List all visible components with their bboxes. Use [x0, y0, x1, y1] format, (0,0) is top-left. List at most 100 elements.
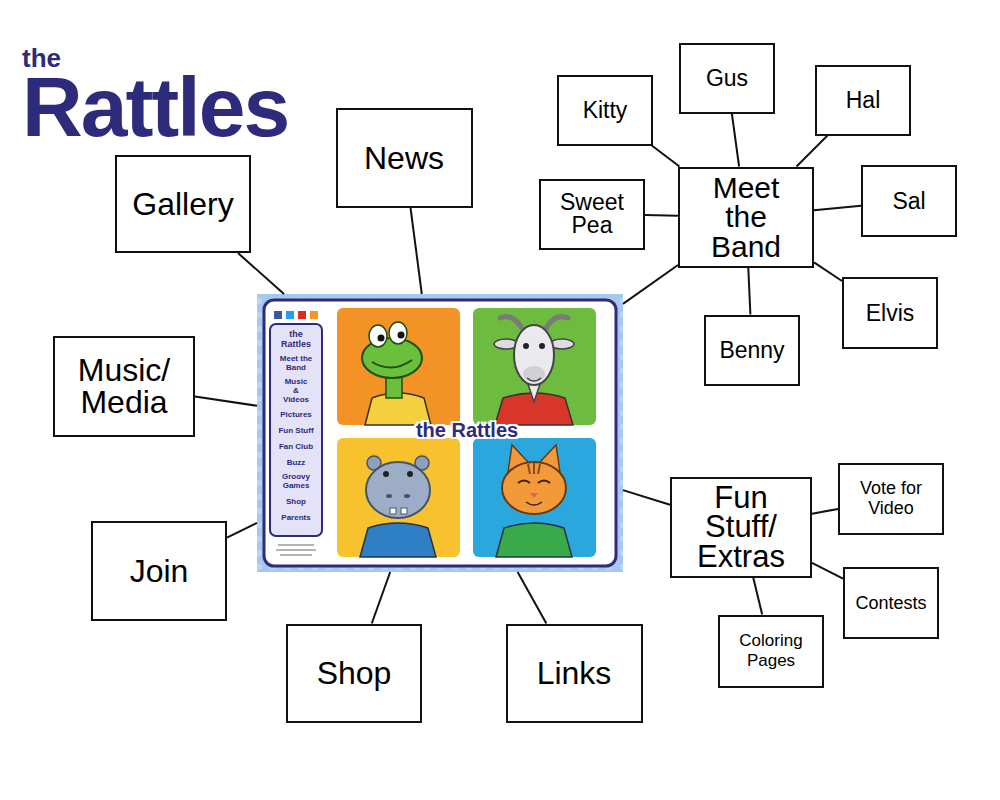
section-box: Links [506, 624, 643, 723]
cat-shirt [496, 523, 572, 557]
hippo-head [366, 462, 430, 518]
section-box: Fun Stuff/ Extras [670, 477, 812, 578]
hippo-tooth [401, 508, 407, 514]
box-label: Fun Stuff/ Extras [681, 483, 801, 571]
turtle-eye [389, 322, 407, 344]
cat-stripes [528, 463, 540, 474]
fine-print-line [278, 544, 314, 546]
social-icon [298, 311, 306, 319]
band-member-box: Elvis [842, 277, 938, 349]
menu-item: Music & Videos [281, 378, 311, 404]
box-label: Sweet Pea [550, 191, 634, 237]
cat-nose [530, 493, 538, 498]
connector-line [748, 268, 750, 315]
connector-line [812, 509, 838, 514]
social-icon [310, 311, 318, 319]
yellow-panel [337, 438, 460, 557]
hippo-nostril [386, 494, 392, 498]
connector-line [652, 146, 680, 167]
connector-line [372, 572, 390, 624]
fine-print-line [276, 549, 316, 551]
box-label: Gus [706, 67, 748, 90]
connector-line [623, 490, 670, 505]
goat-beard [528, 384, 540, 402]
screenshot-pattern [257, 294, 623, 572]
hippo-nostril [404, 494, 410, 498]
connector-line [812, 563, 843, 579]
band-member-box: Hal [815, 65, 911, 136]
box-label: News [364, 142, 444, 174]
goat-snout [523, 366, 545, 382]
section-box: News [336, 108, 473, 208]
box-label: Elvis [866, 302, 915, 325]
turtle-eye [369, 325, 387, 347]
menu-item: Fan Club [279, 443, 313, 452]
page-card [264, 300, 616, 566]
box-label: Vote for Video [849, 479, 933, 519]
cat-head [502, 462, 566, 514]
connector-line [814, 206, 861, 211]
menu-item: Parents [281, 514, 310, 523]
screenshot-ground [257, 294, 623, 572]
sidebar-logo: the Rattles [276, 330, 316, 350]
box-label: Contests [855, 594, 926, 612]
box-label: Sal [892, 190, 925, 213]
section-box: Meet the Band [678, 167, 814, 268]
hippo-eye [383, 471, 389, 477]
menu-item: Meet the Band [276, 355, 316, 373]
goat-smile [527, 378, 541, 381]
sidebar-panel [270, 324, 322, 536]
social-icon [274, 311, 282, 319]
subpage-box: Contests [843, 567, 939, 639]
subpage-box: Vote for Video [838, 463, 944, 535]
band-member-box: Sweet Pea [539, 179, 645, 250]
turtle-pupil [398, 332, 405, 339]
green-panel [473, 308, 596, 425]
connector-line [195, 397, 257, 406]
menu-item: Shop [286, 498, 306, 507]
box-label: Meet the Band [704, 173, 788, 261]
band-member-box: Benny [704, 315, 800, 386]
section-box: Gallery [115, 155, 251, 253]
box-label: Kitty [583, 99, 628, 122]
goat-horn [544, 317, 568, 332]
section-box: Shop [286, 624, 422, 723]
connector-line [227, 523, 257, 538]
connector-line [645, 214, 678, 217]
box-label: Coloring Pages [729, 631, 813, 670]
section-box: Join [91, 521, 227, 621]
turtle-smile [372, 360, 412, 368]
box-label: Gallery [132, 188, 233, 220]
goat-eye [523, 343, 529, 349]
box-label: Hal [846, 89, 881, 112]
connector-line [623, 265, 678, 304]
box-label: Shop [317, 657, 392, 689]
blue-panel [473, 438, 596, 557]
box-label: Music/ Media [64, 354, 184, 418]
hippo-shirt [360, 523, 436, 557]
band-member-box: Kitty [557, 75, 653, 146]
connector-line [797, 136, 828, 167]
menu-item: Buzz [287, 459, 306, 468]
cat-eyes [518, 481, 550, 484]
site-logo-title: the Rattles [22, 4, 332, 142]
goat-head [514, 325, 554, 385]
connector-line [732, 114, 739, 167]
menu-item: Pictures [280, 411, 312, 420]
band-member-box: Gus [679, 43, 775, 114]
cat-smile [526, 502, 542, 505]
orange-panel [337, 308, 460, 425]
band-logo: the Rattles [416, 420, 518, 440]
hippo-tooth [390, 508, 396, 514]
turtle-pupil [378, 335, 385, 342]
box-label: Benny [719, 339, 784, 362]
goat-horn [500, 317, 524, 332]
connector-line [411, 208, 422, 294]
website-screenshot: the RattlesMeet the BandMusic & VideosPi… [257, 294, 623, 572]
connector-line [753, 578, 762, 615]
box-label: Links [537, 657, 612, 689]
connector-group [195, 114, 861, 624]
hippo-eye [407, 471, 413, 477]
